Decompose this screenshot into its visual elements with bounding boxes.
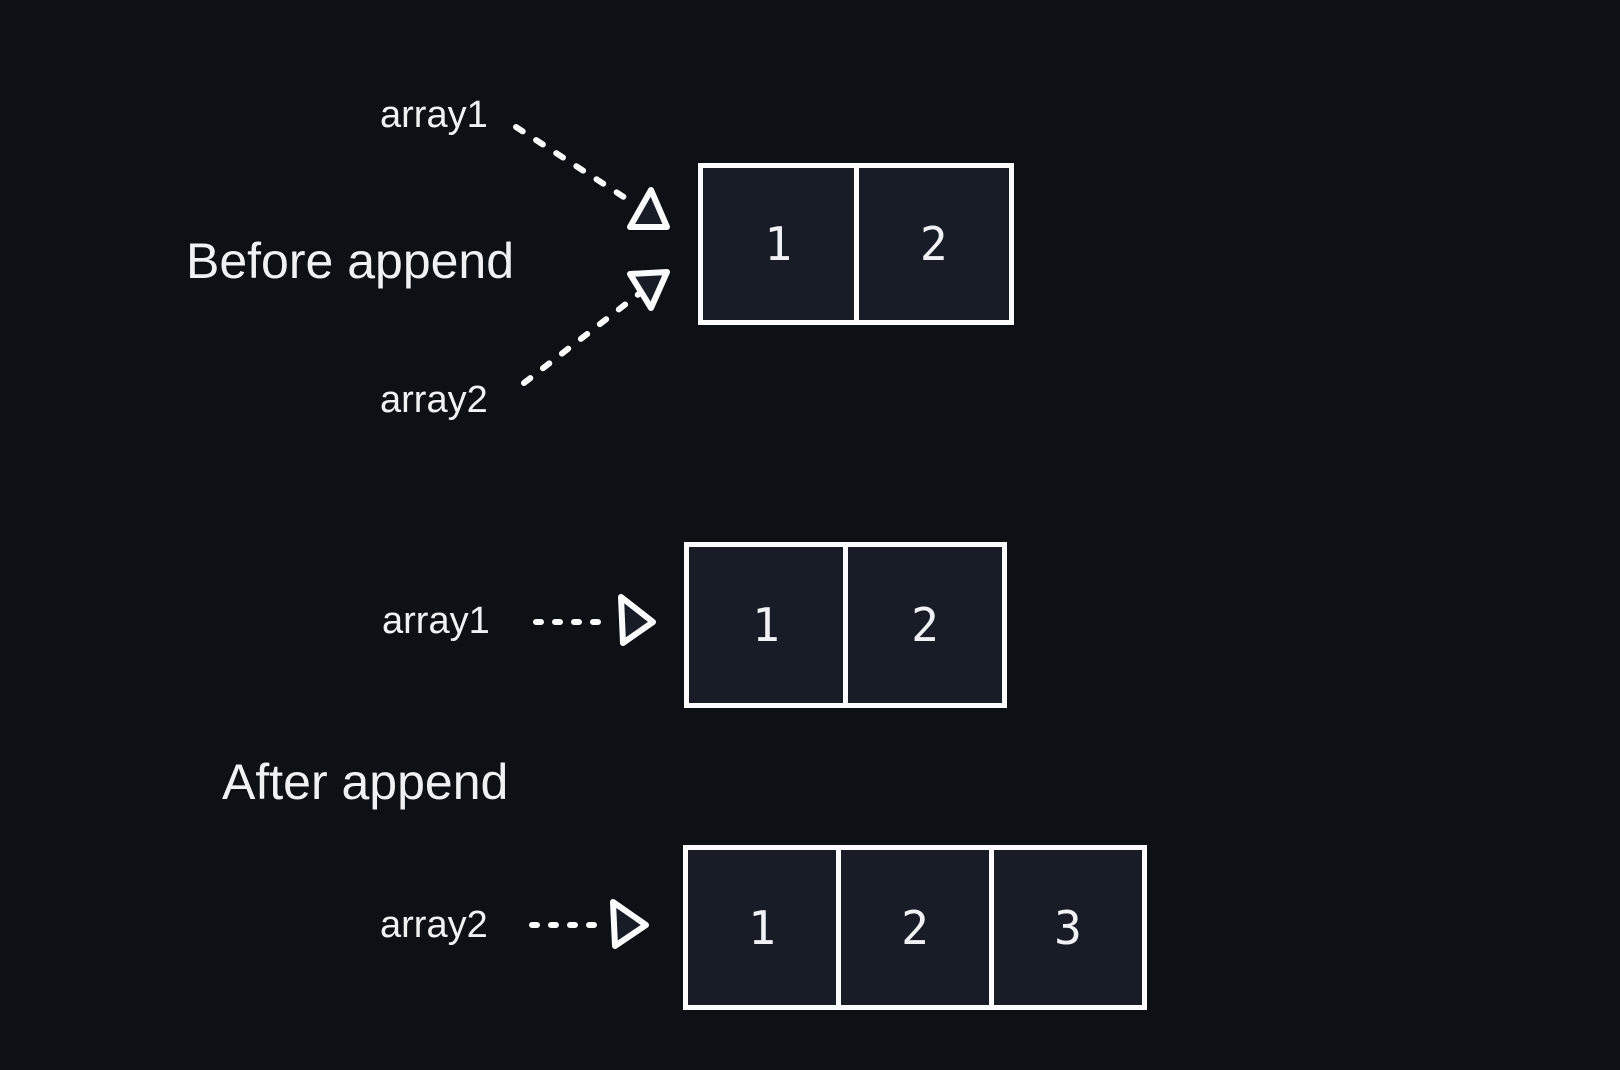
array-cell: 1 [688, 850, 836, 1005]
arrowhead-down-icon [627, 269, 670, 311]
array-box-array1-after: 1 2 [684, 542, 1007, 708]
array-cell: 2 [848, 547, 1002, 703]
arrow-array1-before [513, 124, 636, 206]
array-cell: 2 [858, 168, 1009, 320]
array-box-before: 1 2 [698, 163, 1014, 325]
arrowhead-up-icon [627, 187, 670, 230]
array-cell: 2 [841, 850, 989, 1005]
label-array1-before: array1 [380, 94, 488, 136]
label-after-append: After append [222, 754, 509, 810]
arrowhead-right-icon [610, 899, 649, 949]
array-cell: 1 [703, 168, 854, 320]
array-cell: 3 [994, 850, 1142, 1005]
arrowhead-right-icon [618, 594, 656, 646]
label-array2-after: array2 [380, 904, 488, 946]
array-cell: 1 [689, 547, 843, 703]
label-before-append: Before append [186, 233, 515, 289]
label-array2-before: array2 [380, 379, 488, 421]
array-box-array2-after: 1 2 3 [683, 845, 1147, 1010]
label-array1-after: array1 [382, 600, 490, 642]
arrow-array2-before [521, 290, 643, 386]
